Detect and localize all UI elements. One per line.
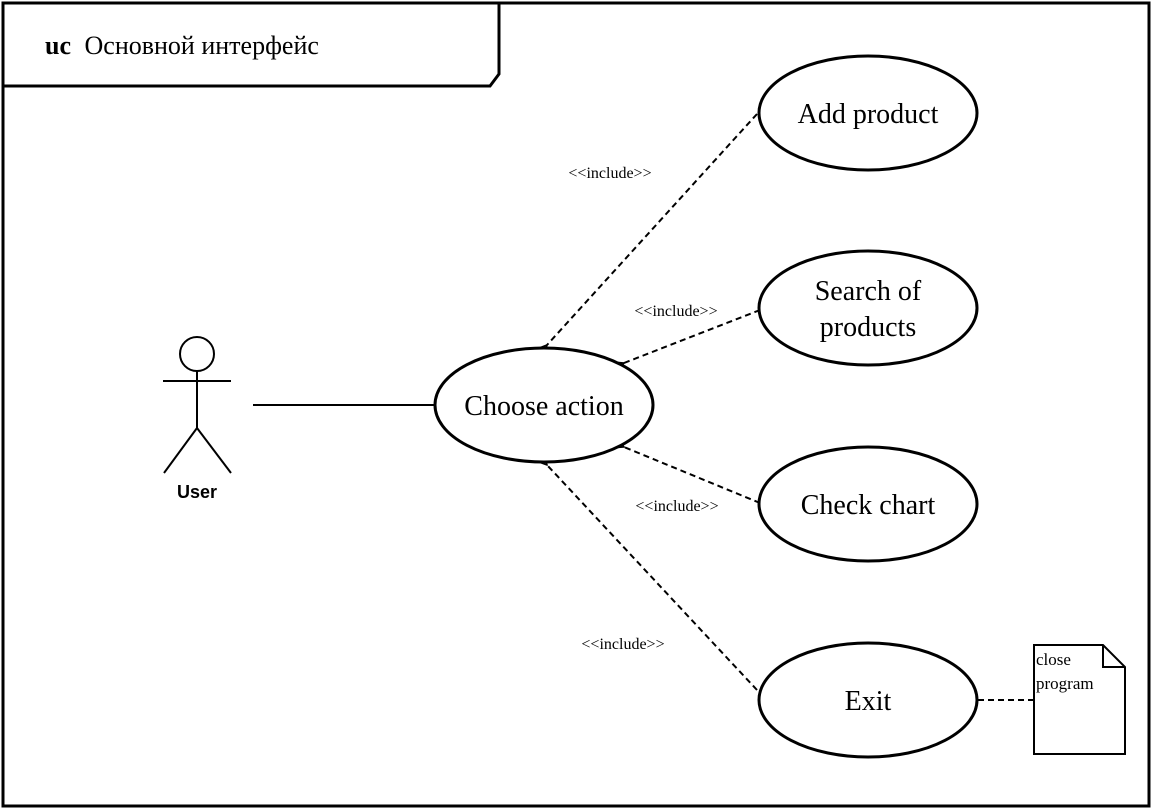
use-case-check-chart[interactable]: Check chart: [757, 445, 979, 563]
frame-title-text: Основной интерфейс: [85, 31, 319, 60]
actor-left-leg: [163, 427, 198, 474]
frame-title-tab: [1, 1, 501, 88]
note-shape: [1033, 644, 1126, 755]
use-case-ellipse: [757, 641, 979, 759]
include-arrow-exit: [547, 465, 758, 691]
use-case-exit[interactable]: Exit: [757, 641, 979, 759]
use-case-ellipse: [757, 54, 979, 172]
use-case-add-product[interactable]: Add product: [757, 54, 979, 172]
note-fold: [1102, 645, 1125, 668]
include-arrow-check-chart: [624, 447, 761, 504]
use-case-ellipse: [433, 346, 655, 464]
actor-user[interactable]: User: [163, 336, 232, 502]
frame-title: uc Основной интерфейс: [45, 31, 319, 60]
use-case-label-line2: products: [820, 312, 916, 343]
include-arrow-add-product: [547, 113, 758, 345]
include-label-exit: <<include>>: [581, 636, 664, 653]
note-text-line2: program: [1036, 674, 1094, 693]
frame-keyword: uc: [45, 31, 71, 60]
use-case-label: Exit: [845, 686, 892, 717]
use-case-ellipse: [757, 445, 979, 563]
use-case-choose-action[interactable]: Choose action: [433, 346, 655, 464]
actor-right-leg: [196, 427, 232, 474]
use-case-search-products[interactable]: Search of products: [757, 249, 979, 367]
note-close-program[interactable]: close program: [1033, 644, 1126, 755]
use-case-ellipse: [757, 249, 979, 367]
use-case-label-line1: Search of: [815, 276, 922, 307]
include-label-add: <<include>>: [568, 165, 651, 182]
use-case-label: Add product: [798, 99, 939, 130]
include-label-search: <<include>>: [634, 303, 717, 320]
include-label-chart: <<include>>: [635, 498, 718, 515]
note-text-line1: close: [1036, 650, 1071, 669]
use-case-label: Choose action: [464, 391, 623, 422]
actor-label: User: [177, 482, 217, 502]
use-case-label: Check chart: [801, 490, 936, 521]
include-arrow-search-products: [624, 309, 761, 363]
